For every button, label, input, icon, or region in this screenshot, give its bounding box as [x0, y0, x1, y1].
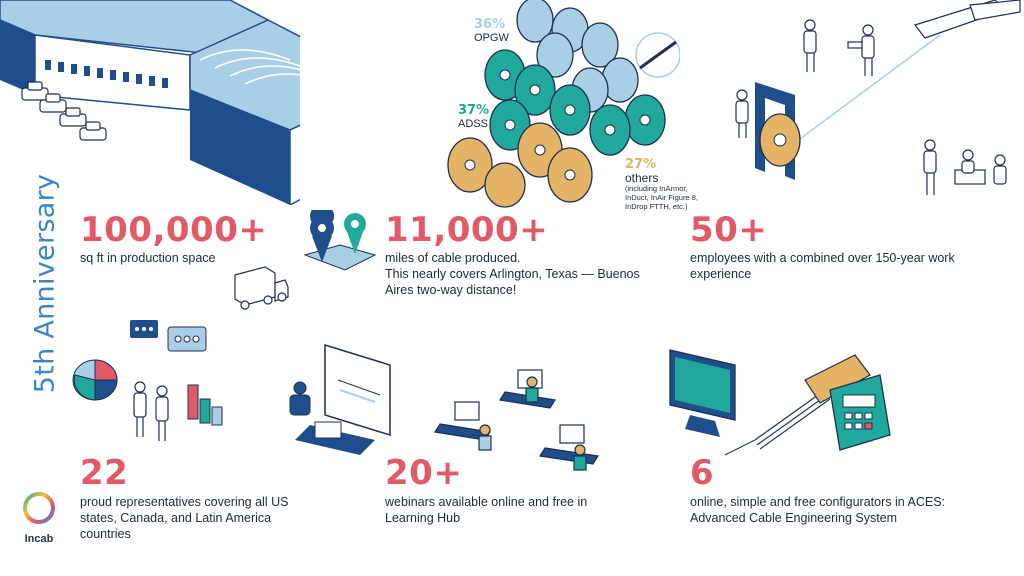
- share-adss-label: ADSS: [458, 118, 488, 130]
- share-others-pct: 27%: [625, 157, 657, 172]
- brand-name: Incab: [24, 533, 54, 545]
- incab-logo: Incab: [14, 488, 64, 545]
- stat-employees-desc: employees with a combined over 150-year …: [690, 251, 955, 281]
- stat-employees-value: 50+: [690, 210, 768, 250]
- share-opgw-label: OPGW: [474, 32, 509, 44]
- share-others-label: others: [625, 171, 659, 185]
- cable-reels-illustration: [447, 0, 680, 208]
- truck-icon: [234, 266, 289, 310]
- share-opgw-pct: 36%: [474, 17, 506, 32]
- webinar-illustration: [289, 343, 599, 471]
- stat-configurators-desc: online, simple and free configurators in…: [690, 495, 945, 525]
- share-others-note: (including InArmor, InDuct, InAir Figure…: [625, 184, 698, 211]
- stat-cable-miles-value: 11,000+: [385, 210, 549, 250]
- workers-machine-illustration: [735, 0, 1021, 195]
- incab-ring-icon: [23, 492, 55, 524]
- sales-reps-illustration: [72, 320, 223, 441]
- stat-production-space-desc: sq ft in production space: [80, 251, 216, 265]
- car-icon: [21, 81, 107, 141]
- stat-configurators-value: 6: [690, 453, 715, 493]
- stat-webinars-value: 20+: [385, 453, 463, 493]
- stat-representatives-desc: proud representatives covering all US st…: [80, 495, 289, 541]
- stat-webinars-desc: webinars available online and free in Le…: [385, 495, 588, 525]
- anniversary-title: 5th Anniversary: [29, 173, 61, 394]
- stat-cable-miles-desc: miles of cable produced. This nearly cov…: [385, 251, 640, 297]
- configurator-illustration: [669, 349, 891, 456]
- map-pins-icon: [303, 210, 377, 271]
- factory-illustration: [0, 0, 300, 205]
- stat-production-space-value: 100,000+: [80, 210, 268, 250]
- stat-representatives-value: 22: [80, 453, 129, 493]
- share-adss-pct: 37%: [458, 103, 490, 118]
